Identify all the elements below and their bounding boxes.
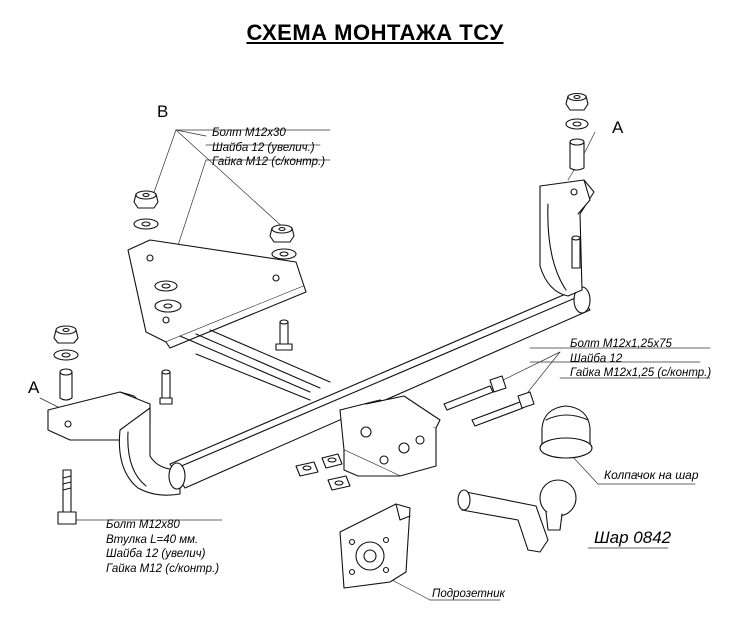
callout-right-washer: Шайба 12 (570, 352, 623, 365)
tow-bracket (339, 395, 441, 477)
loose-nuts (295, 453, 351, 491)
left-top-fasteners (53, 325, 79, 401)
frame-plate (127, 239, 307, 349)
cap-label: Колпачок на шар (604, 468, 699, 482)
callout-left-sleeve: Втулка L=40 мм. (106, 533, 199, 546)
right-bolts (443, 375, 535, 427)
marker-b: B (157, 102, 169, 121)
callout-left-washer: Шайба 12 (увелич) (106, 548, 206, 560)
ball-cap (539, 405, 593, 459)
right-top-fasteners (565, 92, 589, 171)
ball-label: Шар 0842 (594, 528, 672, 547)
plate-fasteners (133, 190, 297, 313)
marker-a-left: A (28, 378, 40, 397)
callout-b-washer: Шайба 12 (увелич.) (212, 141, 315, 154)
callout-left-nut: Гайка М12 (с/контр.) (106, 562, 220, 575)
right-arm (539, 179, 595, 297)
callout-b: Болт М12х30 Шайба 12 (увелич.) Гайка М12… (212, 126, 325, 170)
callout-b-bolt: Болт М12х30 (212, 127, 286, 139)
support-bars (179, 329, 331, 401)
cross-tube (168, 286, 591, 490)
left-arm (118, 407, 181, 496)
tow-ball (457, 479, 577, 553)
left-bolt-m12x80 (57, 469, 77, 525)
right-small-stud (571, 235, 581, 269)
callout-b-nut: Гайка М12 (с/контр.) (212, 156, 326, 168)
marker-a-right: A (612, 118, 624, 137)
diagram-title: СХЕМА МОНТАЖА ТСУ (246, 20, 504, 45)
callout-right: Болт М12х1,25х75 Шайба 12 Гайка М12х1,25… (570, 337, 711, 381)
left-small-bolt (159, 369, 173, 405)
callout-right-nut: Гайка М12х1,25 (с/контр.) (570, 367, 712, 379)
callout-left-bolt: Болт М12х80 (106, 519, 180, 531)
plate-small-bolt (275, 319, 293, 351)
socket-bracket (339, 503, 411, 589)
socket-label: Подрозетник (432, 588, 505, 600)
callout-left: Болт М12х80 Втулка L=40 мм. Шайба 12 (ув… (106, 518, 219, 576)
callout-right-bolt: Болт М12х1,25х75 (570, 338, 672, 350)
